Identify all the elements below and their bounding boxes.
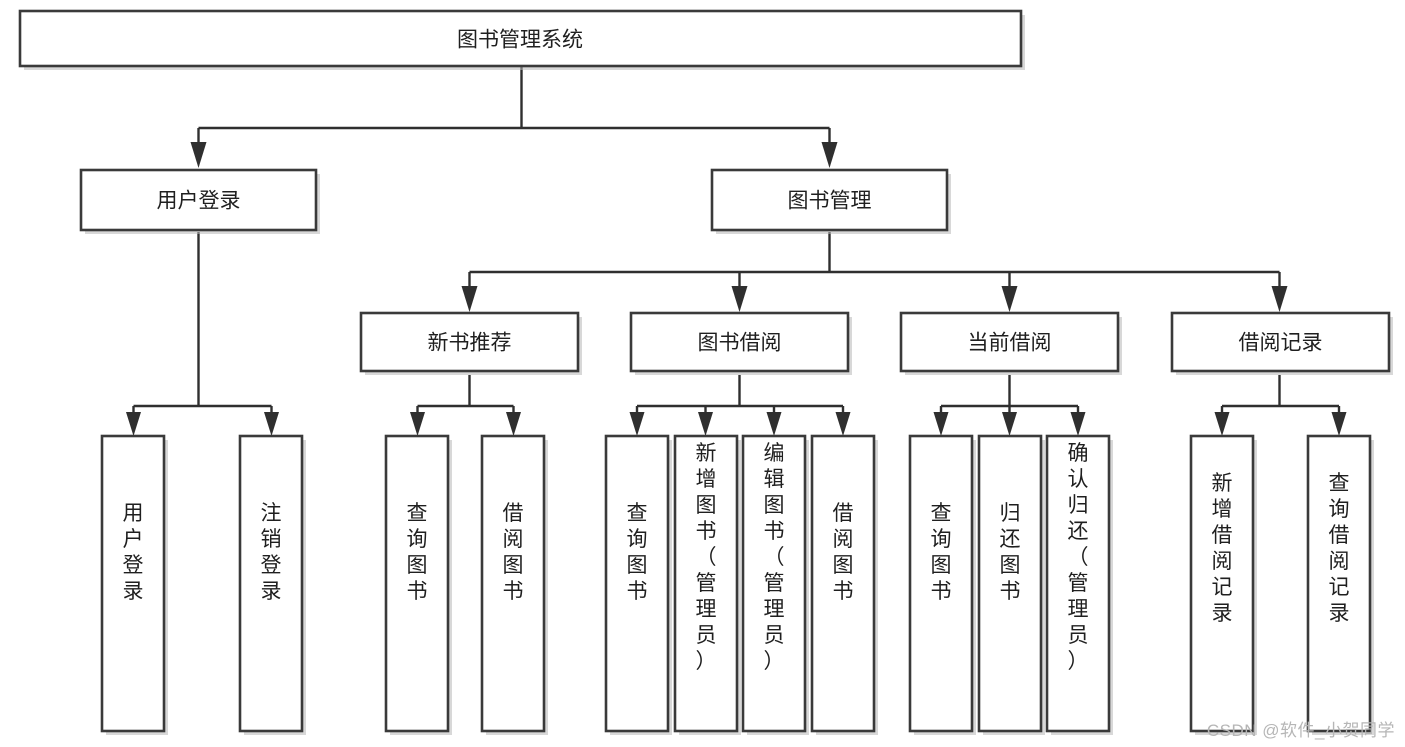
- arrow-head-icon: [766, 412, 782, 436]
- leaf-book-borrow-add-label: 新增图书（管理员）: [696, 442, 717, 673]
- node-book-manage[interactable]: 图书管理: [710, 168, 951, 234]
- leaf-current-borrow-query-label: 查询图书: [931, 502, 952, 603]
- arrow-head-icon: [629, 412, 645, 436]
- arrow-head-icon: [1271, 286, 1288, 312]
- arrow-head-icon: [1331, 412, 1347, 436]
- leaf-user-login-login-label: 用户登录: [123, 502, 144, 603]
- arrow-head-icon: [835, 412, 851, 436]
- node-current-borrow[interactable]: 当前借阅: [899, 311, 1122, 375]
- leaf-current-borrow-return[interactable]: 归还图书: [977, 434, 1045, 735]
- csdn-watermark: CSDN @软件_小贺同学: [1206, 721, 1395, 740]
- node-current-borrow-label: 当前借阅: [968, 332, 1052, 355]
- leaf-current-borrow-confirm-label: 确认归还（管理员）: [1068, 442, 1089, 673]
- leaf-user-login-login[interactable]: 用户登录: [100, 434, 168, 735]
- arrow-head-icon: [1002, 412, 1017, 436]
- connector-group-current-borrow: [933, 375, 1086, 436]
- leaf-book-borrow-edit-label: 编辑图书（管理员）: [764, 442, 785, 673]
- node-book-borrow-label: 图书借阅: [698, 332, 782, 355]
- node-borrow-record-label: 借阅记录: [1239, 332, 1323, 355]
- node-user-login[interactable]: 用户登录: [79, 168, 320, 234]
- connector-group-book-borrow: [629, 375, 851, 436]
- arrow-head-icon: [190, 142, 207, 168]
- leaf-current-borrow-return-label: 归还图书: [1000, 502, 1021, 603]
- leaf-book-borrow-borrow[interactable]: 借阅图书: [810, 434, 878, 735]
- leaf-new-book-query[interactable]: 查询图书: [384, 434, 452, 735]
- connector-group-user-login: [126, 232, 279, 436]
- leaf-new-book-borrow-label: 借阅图书: [503, 502, 524, 603]
- arrow-head-icon: [461, 286, 478, 312]
- leaf-current-borrow-query[interactable]: 查询图书: [908, 434, 976, 735]
- arrow-head-icon: [1214, 412, 1230, 436]
- node-root[interactable]: 图书管理系统: [18, 9, 1025, 70]
- node-borrow-record[interactable]: 借阅记录: [1170, 311, 1393, 375]
- leaf-borrow-record-query[interactable]: 查询借阅记录: [1306, 434, 1374, 735]
- connector-group-new-book: [410, 375, 521, 436]
- leaf-borrow-record-add-label: 新增借阅记录: [1212, 472, 1233, 625]
- leaf-user-login-logout-label: 注销登录: [261, 502, 282, 603]
- arrow-head-icon: [1070, 412, 1086, 436]
- leaf-new-book-query-label: 查询图书: [407, 502, 428, 603]
- arrow-head-icon: [410, 412, 425, 436]
- leaf-book-borrow-borrow-label: 借阅图书: [833, 502, 854, 603]
- leaf-book-borrow-edit[interactable]: 编辑图书（管理员）: [741, 434, 809, 735]
- node-new-book-recommend[interactable]: 新书推荐: [359, 311, 582, 375]
- leaf-user-login-logout[interactable]: 注销登录: [238, 434, 306, 735]
- node-user-login-label: 用户登录: [157, 190, 241, 213]
- connector-group-book-manage: [461, 232, 1288, 312]
- arrow-head-icon: [264, 412, 279, 436]
- arrow-head-icon: [126, 412, 141, 436]
- arrow-head-icon: [821, 142, 838, 168]
- arrow-head-icon: [506, 412, 521, 436]
- arrow-head-icon: [731, 286, 748, 312]
- node-book-borrow[interactable]: 图书借阅: [629, 311, 852, 375]
- node-root-label: 图书管理系统: [457, 29, 583, 52]
- node-book-manage-label: 图书管理: [788, 190, 872, 213]
- leaf-borrow-record-add[interactable]: 新增借阅记录: [1189, 434, 1257, 735]
- connector-group-borrow-record: [1214, 375, 1347, 436]
- arrow-head-icon: [1001, 286, 1018, 312]
- node-new-book-recommend-label: 新书推荐: [428, 332, 512, 355]
- leaf-book-borrow-query[interactable]: 查询图书: [604, 434, 672, 735]
- leaf-book-borrow-query-label: 查询图书: [627, 502, 648, 603]
- arrow-head-icon: [933, 412, 949, 436]
- leaf-book-borrow-add[interactable]: 新增图书（管理员）: [673, 434, 741, 735]
- leaf-new-book-borrow[interactable]: 借阅图书: [480, 434, 548, 735]
- leaf-borrow-record-query-label: 查询借阅记录: [1329, 472, 1350, 625]
- leaf-current-borrow-confirm[interactable]: 确认归还（管理员）: [1045, 434, 1113, 735]
- connector-group-root: [190, 66, 838, 168]
- arrow-head-icon: [698, 412, 713, 436]
